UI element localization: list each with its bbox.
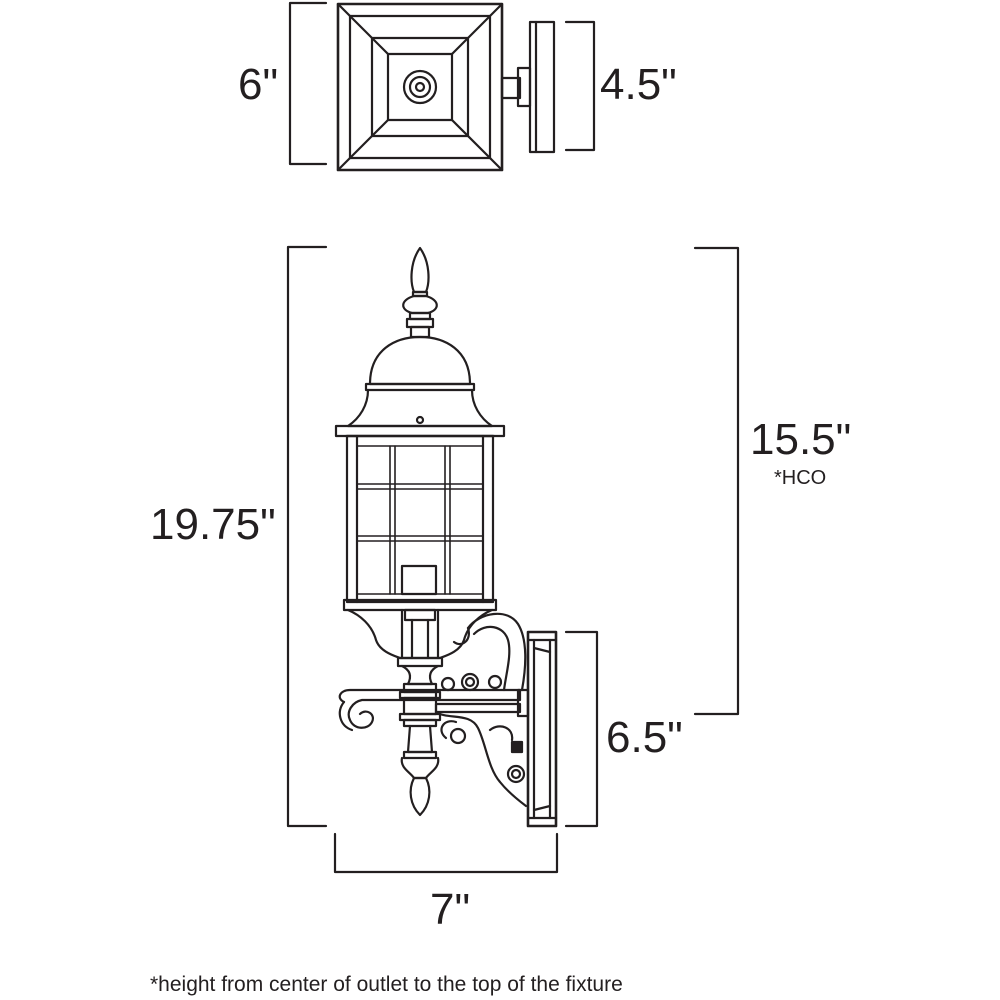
- overall-width-bracket: [333, 832, 559, 874]
- hco-height-label: 15.5": [750, 415, 852, 464]
- top-view-backplate: [528, 20, 556, 154]
- top-view-arm: [500, 76, 522, 100]
- backplate-side-view: [526, 630, 558, 828]
- backplate-width-bracket: [564, 20, 596, 152]
- hco-tag: *HCO: [774, 467, 827, 489]
- lantern-roof-rim: [334, 424, 506, 438]
- backplate-height-label: 6.5": [606, 713, 683, 762]
- overall-width-label: 7": [430, 885, 471, 934]
- overall-height-label: 19.75": [150, 500, 276, 549]
- backplate-height-bracket: [564, 630, 599, 828]
- top-view-square-2: [348, 14, 492, 160]
- lower-scroll: [434, 710, 528, 808]
- socket: [400, 564, 438, 596]
- top-view-height-bracket: [288, 1, 328, 166]
- top-finial: [410, 246, 430, 294]
- bottom-finial: [409, 776, 431, 817]
- lantern-cage: [345, 434, 495, 604]
- hco-footnote: *height from center of outlet to the top…: [150, 973, 623, 996]
- hco-bracket: [693, 246, 740, 716]
- lantern-side-view: [334, 246, 506, 817]
- lantern-dome: [368, 335, 472, 386]
- top-view-finial-mid: [408, 75, 432, 99]
- top-view-finial-outer: [402, 69, 438, 105]
- top-view-finial-inner: [414, 81, 426, 93]
- top-view-square-3: [370, 36, 470, 138]
- backplate-width-label: 4.5": [600, 60, 677, 109]
- wall-arm: [338, 612, 530, 808]
- top-view-height-label: 6": [238, 60, 279, 109]
- top-view: [288, 1, 596, 172]
- top-view-square-4: [386, 52, 454, 122]
- upper-scroll: [466, 612, 527, 692]
- overall-height-bracket: [286, 245, 328, 828]
